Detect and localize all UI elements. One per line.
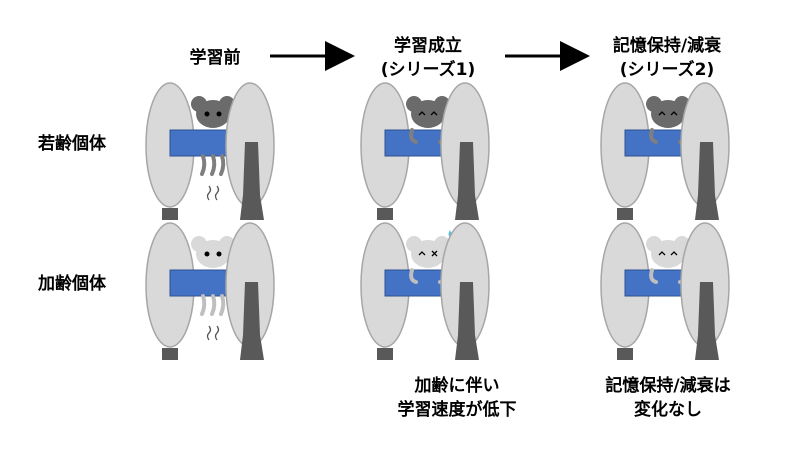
column-header-memory-series: (シリーズ2) <box>619 60 715 80</box>
column-header-learning: 学習成立 (シリーズ1) <box>338 34 518 82</box>
column-header-before-learning: 学習前 <box>125 46 305 70</box>
column-header-memory: 記憶保持/減衰 (シリーズ2) <box>577 34 757 82</box>
rotarod-aged-memory <box>600 222 730 360</box>
left-post <box>162 348 178 360</box>
mouse-icon <box>191 96 235 201</box>
right-post <box>240 282 264 360</box>
rotarod-young-memory <box>600 82 730 220</box>
right-post <box>695 142 719 220</box>
row-label-young: 若齢個体 <box>38 134 106 154</box>
rotarod-aged-learned <box>360 222 490 360</box>
left-post <box>617 208 633 220</box>
caption-memory-line2: 変化なし <box>634 400 702 420</box>
rotarod-young-before <box>145 82 275 220</box>
left-post <box>162 208 178 220</box>
right-post <box>240 142 264 220</box>
column-header-memory-text: 記憶保持/減衰 <box>612 36 722 56</box>
right-post <box>455 142 479 220</box>
rotarod-young-learned <box>360 82 490 220</box>
caption-memory-line1: 記憶保持/減衰は <box>605 376 731 396</box>
left-post <box>377 348 393 360</box>
caption-memory: 記憶保持/減衰は 変化なし <box>558 374 778 422</box>
column-header-before-learning-text: 学習前 <box>189 48 241 68</box>
column-header-learning-text: 学習成立 <box>394 36 462 56</box>
row-label-aged: 加齢個体 <box>38 274 106 294</box>
caption-learning-speed-line1: 加齢に伴い <box>414 376 500 396</box>
column-header-learning-series: (シリーズ1) <box>380 60 476 80</box>
right-post <box>455 282 479 360</box>
right-post <box>695 282 719 360</box>
left-post <box>617 348 633 360</box>
caption-learning-speed-line2: 学習速度が低下 <box>397 400 517 420</box>
rotarod-aged-before <box>145 222 275 360</box>
left-post <box>377 208 393 220</box>
caption-learning-speed: 加齢に伴い 学習速度が低下 <box>347 374 567 422</box>
